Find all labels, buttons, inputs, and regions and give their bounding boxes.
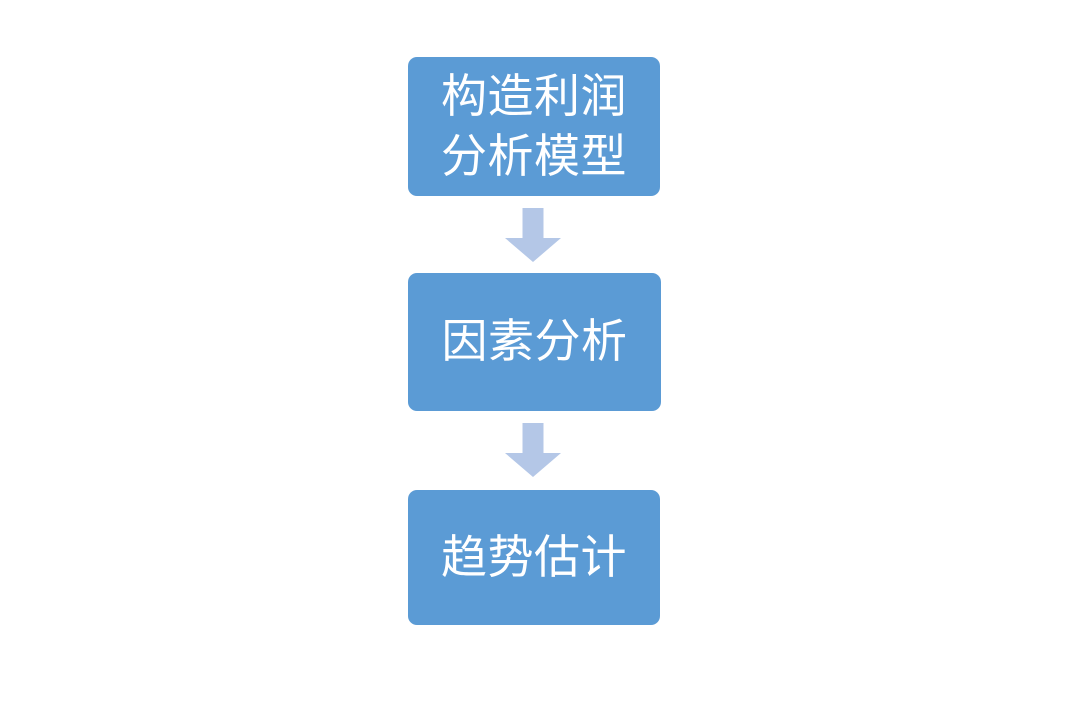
flow-node-3-label: 趋势估计 [441,530,627,583]
arrow-down-icon [505,423,561,477]
flow-node-1-label: 构造利润分析模型 [441,69,627,182]
flow-node-2-label: 因素分析 [441,315,628,368]
arrow-down-icon [505,208,561,262]
flow-node-2[interactable]: 因素分析 [408,273,661,411]
flow-node-3[interactable]: 趋势估计 [408,490,660,625]
flow-node-1[interactable]: 构造利润分析模型 [408,57,660,196]
